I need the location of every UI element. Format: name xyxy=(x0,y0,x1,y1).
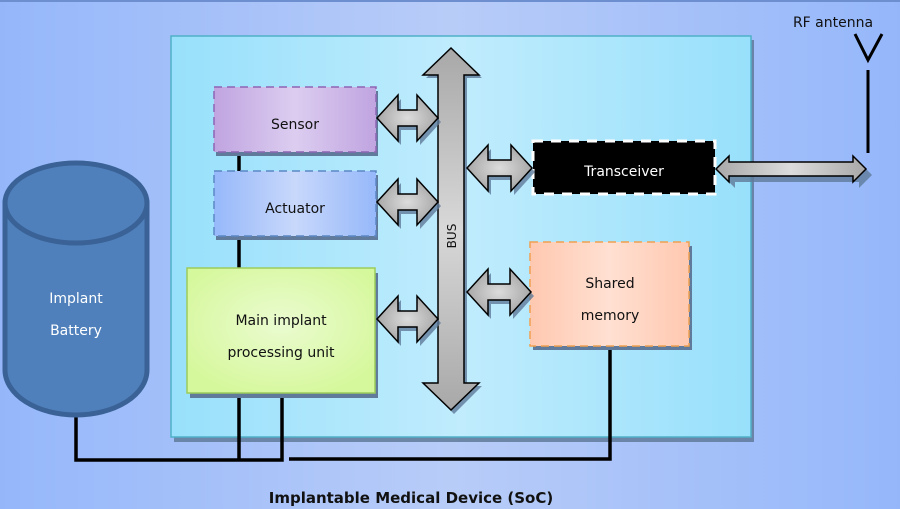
sensor-label: Sensor xyxy=(271,117,319,133)
antenna-link-arrow[interactable] xyxy=(714,154,872,188)
main-unit-bus-arrow[interactable] xyxy=(375,294,441,346)
battery-label-line2: Battery xyxy=(50,323,102,339)
shared-memory-label-line1: Shared xyxy=(585,276,634,292)
diagram-caption: Implantable Medical Device (SoC) xyxy=(269,489,553,507)
battery-label-line1: Implant xyxy=(49,291,103,307)
sensor-block[interactable]: Sensor xyxy=(213,86,378,156)
shared-memory-block[interactable]: Shared memory xyxy=(529,241,692,350)
rf-antenna-icon xyxy=(853,33,884,153)
main-unit-label-line1: Main implant xyxy=(235,313,327,329)
rf-antenna-label: RF antenna xyxy=(793,15,873,31)
bus-label: BUS xyxy=(445,224,459,249)
power-wiring xyxy=(74,152,612,462)
shared-memory-bus-arrow[interactable] xyxy=(465,267,534,319)
sensor-bus-arrow[interactable] xyxy=(375,93,441,145)
actuator-block[interactable]: Actuator xyxy=(213,170,378,240)
transceiver-bus-arrow[interactable] xyxy=(465,143,535,195)
actuator-label: Actuator xyxy=(265,201,325,217)
implant-battery[interactable]: Implant Battery xyxy=(2,160,150,418)
shared-memory-label-line2: memory xyxy=(581,308,640,324)
main-unit-label-line2: processing unit xyxy=(227,345,335,361)
actuator-bus-arrow[interactable] xyxy=(375,177,441,229)
transceiver-block[interactable]: Transceiver xyxy=(531,139,717,196)
transceiver-label: Transceiver xyxy=(583,164,664,180)
main-processing-unit-block[interactable]: Main implant processing unit xyxy=(186,267,378,398)
bus-arrow[interactable]: BUS xyxy=(421,46,482,414)
